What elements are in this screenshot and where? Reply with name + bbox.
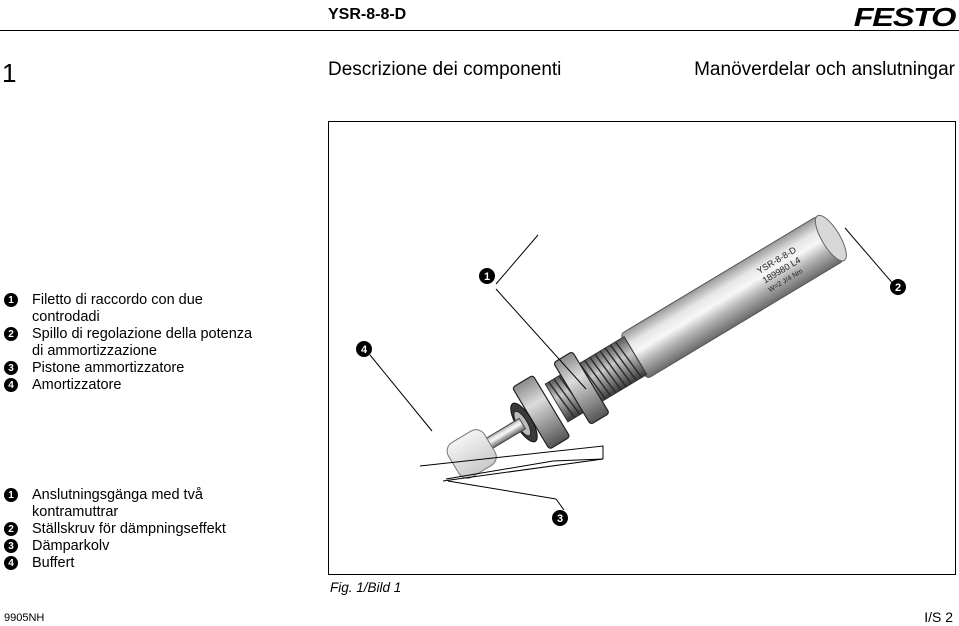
- legend-text: Anslutningsgänga med två: [32, 487, 203, 503]
- section-number: 1: [2, 58, 17, 88]
- callout-badge: 2: [4, 327, 18, 341]
- legend-item: 3 Dämparkolv: [4, 538, 226, 555]
- page-number: I/S 2: [924, 609, 953, 625]
- legend-item: 4 Buffert: [4, 555, 226, 572]
- callout-badge: 3: [4, 539, 18, 553]
- section-title-italian: Descrizione dei componenti: [328, 59, 562, 80]
- document-code: 9905NH: [4, 612, 45, 624]
- legend-item: 1 Filetto di raccordo con due: [4, 292, 252, 309]
- svg-text:2: 2: [895, 282, 901, 294]
- legend-italian: 1 Filetto di raccordo con due controdadi…: [4, 292, 252, 394]
- figure-caption: Fig. 1/Bild 1: [330, 580, 402, 595]
- callout-badge: 3: [4, 361, 18, 375]
- callout-badge: 1: [4, 293, 18, 307]
- callout-2: 2: [890, 279, 906, 295]
- callout-1: 1: [479, 268, 495, 284]
- header-rule: [0, 30, 959, 31]
- legend-item: 3 Pistone ammortizzatore: [4, 360, 252, 377]
- legend-text: Pistone ammortizzatore: [32, 360, 185, 376]
- legend-text-continued: controdadi: [32, 309, 100, 325]
- callout-4: 4: [356, 341, 372, 357]
- svg-text:4: 4: [361, 344, 368, 356]
- legend-text: Dämparkolv: [32, 538, 110, 554]
- legend-text: Ställskruv för dämpningseffekt: [32, 521, 226, 537]
- callout-3: 3: [552, 510, 568, 526]
- callout-badge: 4: [4, 378, 18, 392]
- document-model-header: YSR-8-8-D: [328, 6, 407, 23]
- figure-frame: [328, 121, 956, 575]
- legend-text: Buffert: [32, 555, 75, 571]
- callout-badge: 2: [4, 522, 18, 536]
- legend-text: Spillo di regolazione della potenza: [32, 326, 253, 342]
- legend-text: Filetto di raccordo con due: [32, 292, 203, 308]
- svg-text:3: 3: [557, 513, 563, 525]
- callout-badge: 4: [4, 556, 18, 570]
- legend-text: Amortizzatore: [32, 377, 122, 393]
- legend-text-continued: kontramuttrar: [32, 504, 119, 520]
- legend-item: 2 Ställskruv för dämpningseffekt: [4, 521, 226, 538]
- legend-item: 4 Amortizzatore: [4, 377, 252, 394]
- festo-logo: FESTO: [853, 2, 956, 32]
- callout-badge: 1: [4, 488, 18, 502]
- legend-item: 2 Spillo di regolazione della potenza: [4, 326, 252, 343]
- legend-swedish: 1 Anslutningsgänga med två kontramuttrar…: [4, 487, 226, 572]
- svg-text:1: 1: [484, 271, 490, 283]
- shock-absorber-illustration: YSR-8-8-D 189980 L4 W=2 J/4 Nm: [356, 214, 906, 526]
- legend-item: 1 Anslutningsgänga med två: [4, 487, 226, 504]
- section-title-swedish: Manöverdelar och anslutningar: [694, 59, 955, 80]
- legend-text-continued: di ammortizzazione: [32, 343, 157, 359]
